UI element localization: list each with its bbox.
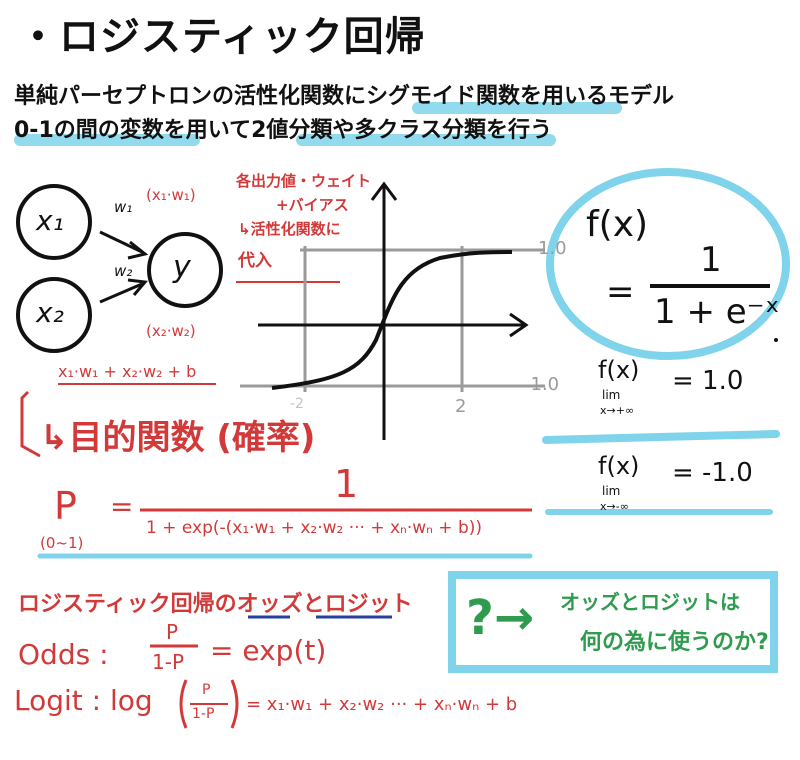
odds-denominator: 1-P xyxy=(152,650,185,674)
product-bottom-label: (x₂·w₂) xyxy=(146,322,196,340)
node-x1-circle xyxy=(16,184,92,260)
question-line2: 何の為に使うのか? xyxy=(580,630,769,655)
highlight-classification xyxy=(296,134,556,146)
tick-x-neg-label: -2 xyxy=(290,396,304,412)
limit-lower-lim: lim xyxy=(602,484,621,498)
formula-lhs: f(x) xyxy=(586,204,649,245)
subtitle-line1: 単純パーセプトロンの活性化関数にシグモイド関数を用いるモデル xyxy=(14,84,675,109)
formula-denominator: 1 + e⁻ˣ xyxy=(654,292,780,332)
objective-eq: = xyxy=(110,490,134,523)
weight-w1-label: w₁ xyxy=(114,198,133,216)
logit-label: Logit : log xyxy=(14,684,153,717)
highlight-sigmoid xyxy=(412,102,622,114)
annotation-line4: 代入 xyxy=(238,251,272,271)
limit-upper-sub: x→+∞ xyxy=(600,404,635,417)
limit-upper-fx: f(x) xyxy=(598,356,640,384)
node-x2-label: x₂ xyxy=(36,296,64,329)
odds-section-heading: ロジスティック回帰のオッズとロジット xyxy=(18,592,413,617)
formula-numerator: 1 xyxy=(700,240,722,280)
highlight-range xyxy=(14,134,200,146)
node-y-label: y xyxy=(173,250,191,285)
logit-rhs: = x₁·w₁ + x₂·w₂ ··· + xₙ·wₙ + b xyxy=(246,694,518,715)
page-title: ・ロジスティック回帰 xyxy=(18,14,426,60)
logit-denominator: 1-P xyxy=(192,706,215,722)
objective-numerator: 1 xyxy=(334,462,359,506)
node-x2-circle xyxy=(16,277,92,353)
arrow-x2-y xyxy=(99,282,143,304)
objective-p: P xyxy=(54,484,77,528)
weighted-sum-label: x₁·w₁ + x₂·w₂ + b xyxy=(58,362,197,381)
tick-neg-label: -1.0 xyxy=(524,374,560,395)
question-line1: オッズとロジットは xyxy=(560,590,740,614)
annotation-line1: 各出力値・ウェイト xyxy=(236,172,372,190)
limit-lower-sub: x→-∞ xyxy=(600,500,629,513)
logit-numerator: P xyxy=(202,682,211,698)
node-x1-label: x₁ xyxy=(36,204,64,237)
objective-heading: ↳目的関数 (確率) xyxy=(40,418,316,458)
product-top-label: (x₁·w₁) xyxy=(146,186,196,204)
limit-lower-value: = -1.0 xyxy=(672,458,753,488)
weight-w2-label: w₂ xyxy=(114,262,133,280)
formula-ellipse xyxy=(546,168,790,360)
question-box xyxy=(448,571,778,673)
node-y-circle xyxy=(147,232,223,308)
limit-upper-lim: lim xyxy=(602,388,621,402)
tick-x-pos-label: 2 xyxy=(455,396,467,417)
subtitle-line2: 0-1の間の変数を用いて2値分類や多クラス分類を行う xyxy=(14,118,552,143)
formula-eq: = xyxy=(606,272,635,312)
question-mark: ?→ xyxy=(466,590,535,646)
annotation-line2: +バイアス xyxy=(276,196,349,214)
objective-denominator: 1 + exp(-(x₁·w₁ + x₂·w₂ ··· + xₙ·wₙ + b)… xyxy=(146,518,483,538)
annotation-line3: ↳活性化関数に xyxy=(238,220,341,238)
objective-p-range: (0~1) xyxy=(40,534,84,552)
tick-pos-label: 1.0 xyxy=(538,238,567,259)
sigmoid-plot xyxy=(240,181,545,440)
arrow-x1-y xyxy=(99,230,143,254)
limit-lower-fx: f(x) xyxy=(598,452,640,480)
limit-upper-value: = 1.0 xyxy=(672,366,744,396)
odds-rhs: = exp(t) xyxy=(210,634,327,667)
odds-label: Odds : xyxy=(18,638,109,671)
odds-numerator: P xyxy=(166,620,179,644)
